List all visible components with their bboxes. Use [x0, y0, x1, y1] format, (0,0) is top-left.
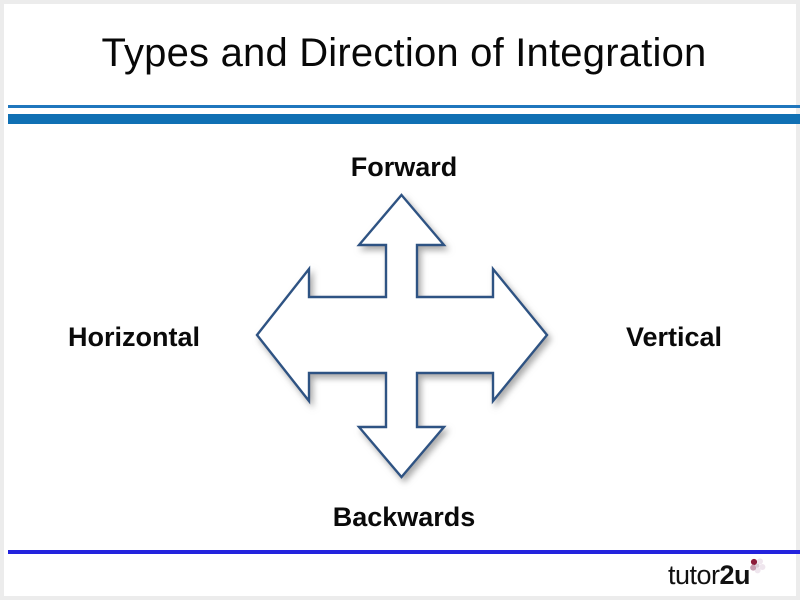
label-forward: Forward	[350, 152, 458, 182]
four-way-arrow-diagram	[254, 189, 559, 481]
logo-wordmark: tutor2u	[667, 560, 751, 590]
logo-text-plain: tutor	[667, 560, 720, 590]
footer-divider	[8, 550, 800, 554]
label-horizontal: Horizontal	[68, 322, 200, 352]
tutor2u-logo: tutor2u	[667, 558, 768, 594]
header-divider-thin	[8, 105, 800, 108]
logo-text-bold: 2u	[719, 560, 750, 590]
cross-arrow-icon	[255, 193, 549, 479]
page-title: Types and Direction of Integration	[101, 31, 707, 75]
header-divider-thick	[8, 114, 800, 124]
label-vertical: Vertical	[625, 322, 723, 352]
flower-icon	[746, 556, 768, 582]
slide-canvas: Types and Direction of Integration Forwa…	[4, 4, 800, 596]
label-backwards: Backwards	[332, 502, 476, 532]
